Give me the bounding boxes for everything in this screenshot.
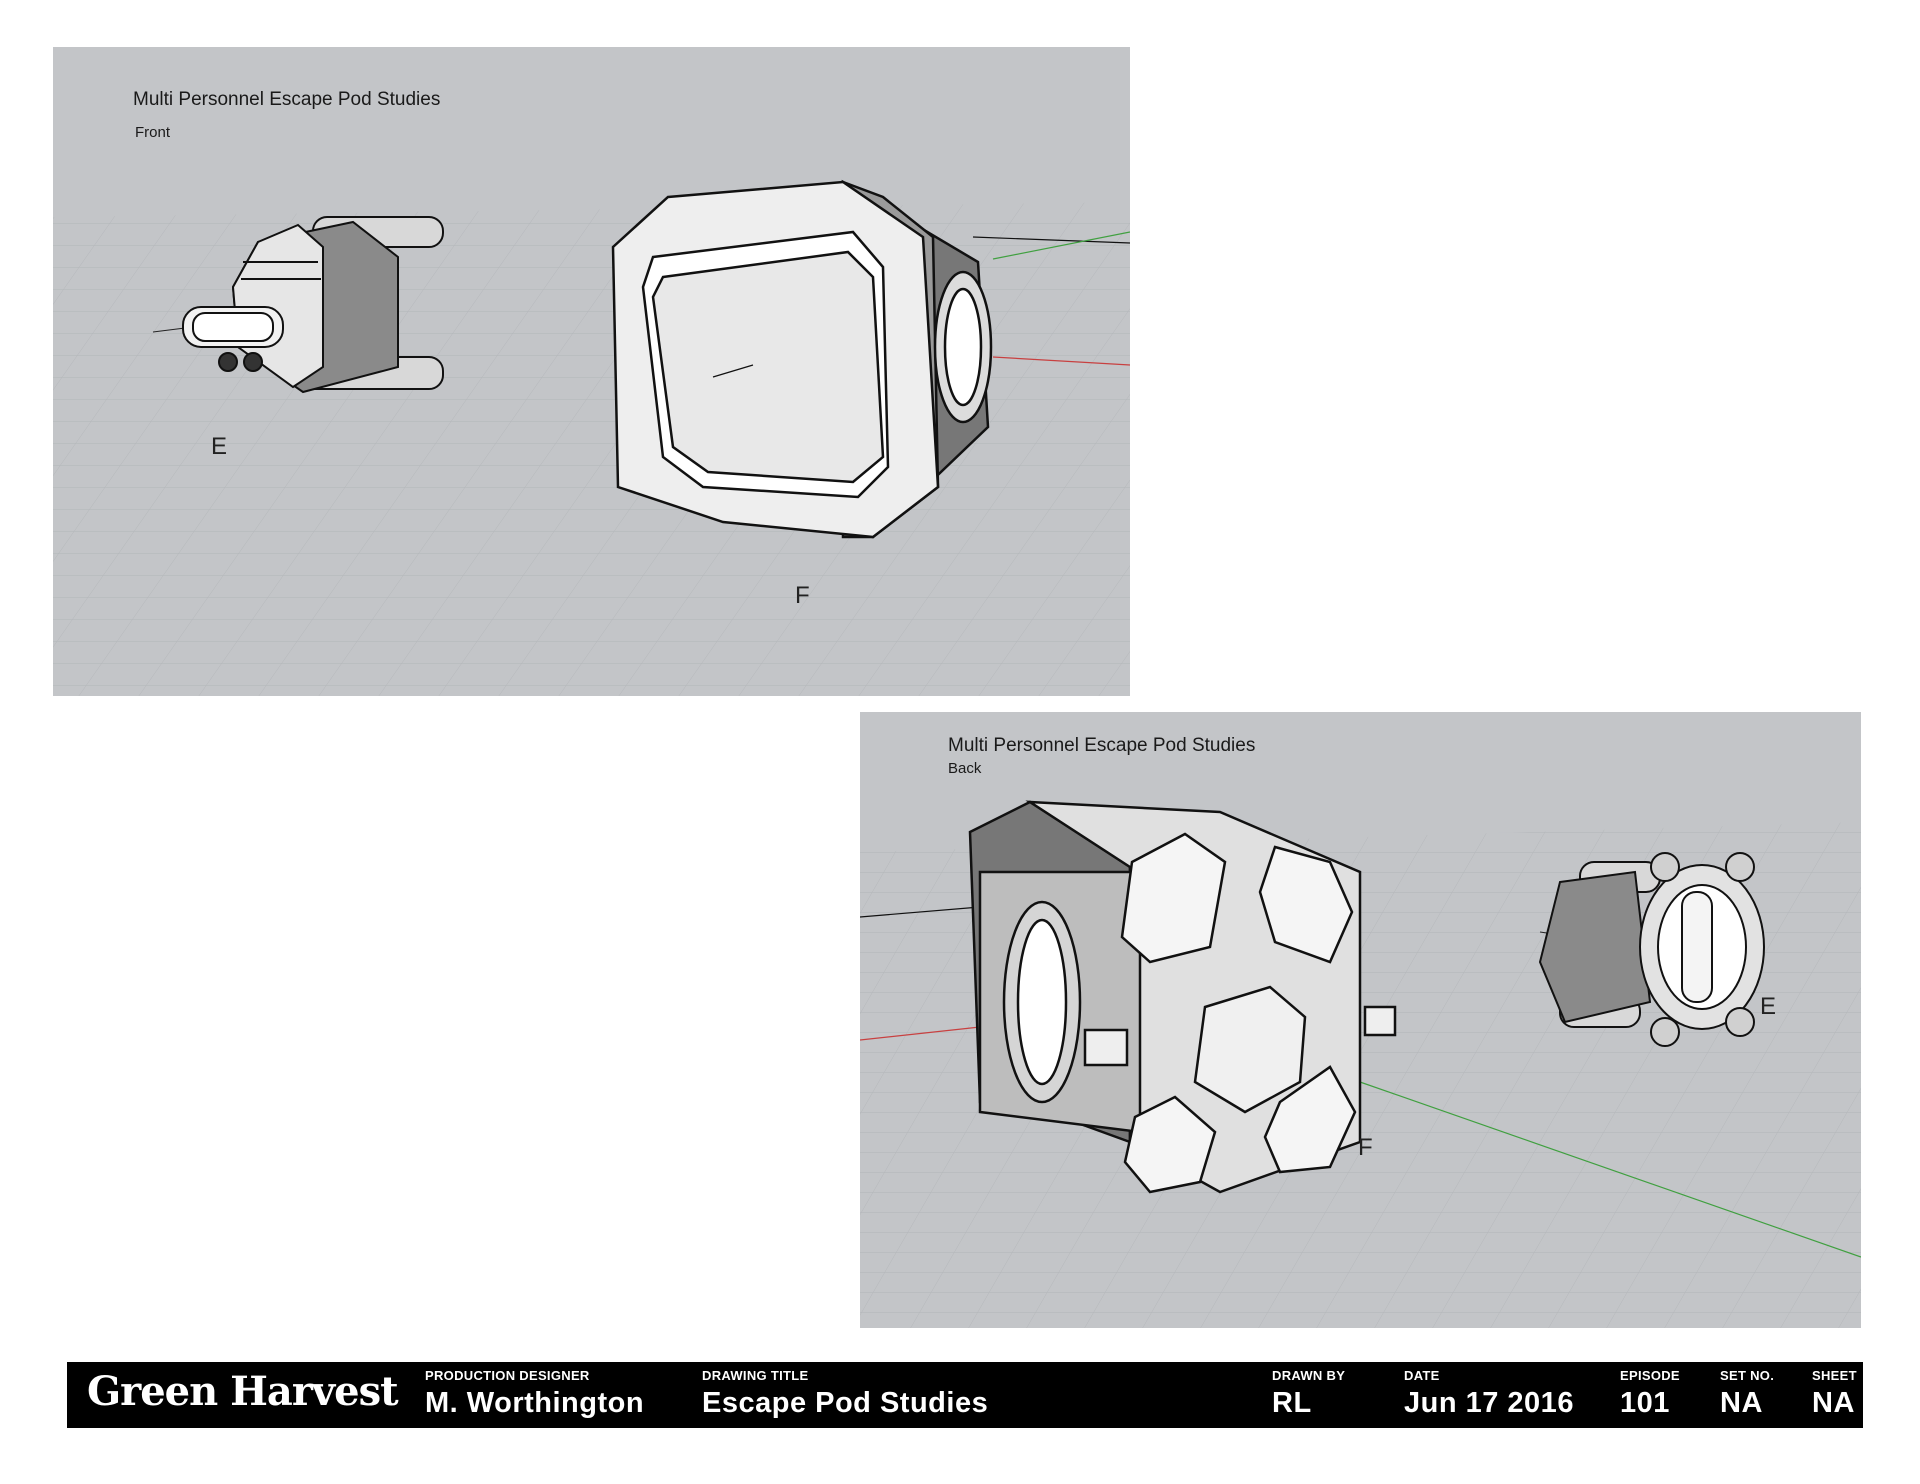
field-label: DRAWING TITLE [702, 1368, 809, 1383]
red-axis-line [860, 1026, 981, 1041]
drawn-by-field: DRAWN BY RL [1272, 1368, 1345, 1420]
pod-f-front-model [611, 179, 993, 539]
pod-e-front-model [182, 216, 444, 394]
front-scene [53, 47, 1130, 696]
episode-field: EPISODE 101 [1620, 1368, 1680, 1420]
label-e: E [1760, 993, 1777, 1020]
drawn-by-value: RL [1272, 1387, 1312, 1419]
date-value: Jun 17 2016 [1404, 1387, 1574, 1419]
label-e: E [211, 433, 228, 460]
front-view-title: Multi Personnel Escape Pod Studies [133, 89, 441, 110]
date-field: DATE Jun 17 2016 [1404, 1368, 1574, 1420]
x-axis-line [860, 906, 981, 918]
sheet-value: NA [1812, 1387, 1855, 1419]
field-label: EPISODE [1620, 1368, 1680, 1383]
field-label: SHEET [1812, 1368, 1857, 1383]
green-axis-line [1359, 1081, 1861, 1258]
back-view-subtitle: Back [948, 760, 982, 777]
title-block: Green Harvest PRODUCTION DESIGNER M. Wor… [67, 1362, 1863, 1428]
episode-value: 101 [1620, 1387, 1670, 1419]
label-f: F [795, 582, 810, 609]
logo: Green Harvest [87, 1368, 399, 1415]
pod-f-back-model [968, 800, 1397, 1194]
front-viewport: Multi Personnel Escape Pod Studies Front… [53, 47, 1130, 696]
sheet-field: SHEET NA [1812, 1368, 1857, 1420]
set-no-value: NA [1720, 1387, 1763, 1419]
field-label: DATE [1404, 1368, 1440, 1383]
field-label: SET NO. [1720, 1368, 1775, 1383]
green-axis-line [992, 231, 1130, 260]
field-label: PRODUCTION DESIGNER [425, 1368, 590, 1383]
back-view-title: Multi Personnel Escape Pod Studies [948, 735, 1256, 756]
production-designer-field: PRODUCTION DESIGNER M. Worthington [425, 1368, 644, 1420]
pod-e-back-model [1538, 852, 1765, 1047]
production-designer-value: M. Worthington [425, 1387, 645, 1419]
label-f: F [1358, 1134, 1373, 1161]
front-view-subtitle: Front [135, 124, 171, 141]
field-label: DRAWN BY [1272, 1368, 1346, 1383]
x-axis-line [972, 236, 1130, 244]
red-axis-line [992, 356, 1130, 366]
drawing-title-field: DRAWING TITLE Escape Pod Studies [702, 1368, 988, 1420]
drawing-title-value: Escape Pod Studies [702, 1387, 989, 1419]
back-scene [860, 712, 1861, 1328]
back-viewport: Multi Personnel Escape Pod Studies Back … [860, 712, 1861, 1328]
set-no-field: SET NO. NA [1720, 1368, 1774, 1420]
